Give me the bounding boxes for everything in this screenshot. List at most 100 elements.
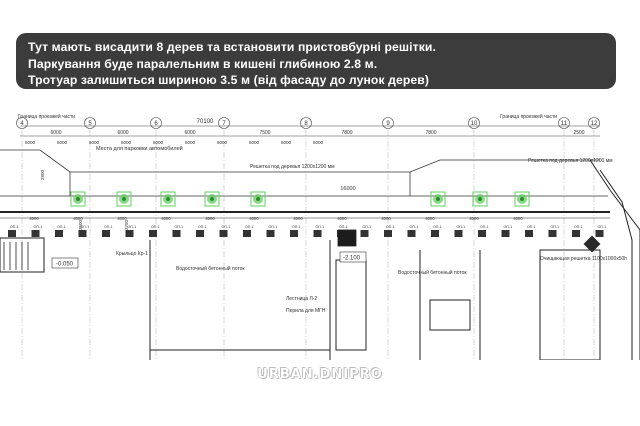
pillar-tag: ОП-1 [10,225,19,229]
pillar-tag: ОП-1 [457,225,466,229]
pillar: ОП-1 [313,225,325,237]
tree-spacing-dims: 4000 4000 4000 4000 4000 4000 4000 4000 4000 4000… [29,216,523,221]
label-grate: Решетка под деревья 1200x1200 мм [250,164,335,170]
parking-span-dim: 6000 [217,140,228,145]
top-span-dim: 7800 [341,130,352,136]
watermark: URBAN.DNIPRO [257,367,383,382]
tree-grates [70,191,530,207]
pillar-tag: ОП-1 [222,225,231,229]
axis-label: 5 [88,121,92,127]
pillar: ОП-1 [196,225,207,237]
top-span-dim: 7500 [259,130,270,136]
pillar: ОП-1 [219,225,231,237]
pillar-tag: ОП-1 [128,225,137,229]
pillar: ОП-1 [407,225,419,237]
pillar: ОП-1 [478,225,489,237]
facade-pillars: ОП-1 ОП-1 ОП-1 ОП-1 ОП-1 ОП-1 ОП-1 ОП-1 ОП-1 ОП-1… [8,225,606,237]
label-parking: Места для парковки автомобилей [96,145,183,152]
pillar-tag: ОП-1 [598,225,607,229]
label-stair: Лестница Л-2 [286,296,317,302]
building-facade [0,159,640,360]
axis-label: 7 [222,121,226,127]
tree-spacing-dim: 4000 [337,216,347,221]
tree-grate [160,191,176,207]
tree-grate [204,191,220,207]
pillar-tag: ОП-1 [551,225,560,229]
pillar: ОП-1 [102,225,113,237]
tree-spacing-dim: 4000 [293,216,303,221]
parking-span-dim: 6000 [153,140,164,145]
parking-span-dim: 6000 [249,140,260,145]
pillar: ОП-1 [8,225,19,237]
pillar: ОП-1 [243,225,254,237]
axis-4: 4 [16,117,28,360]
tree-grate [250,191,266,207]
axis-7: 7 [218,117,230,360]
tree-spacing-dim: 4000 [73,216,83,221]
tree-spacing-dim: 4000 [425,216,435,221]
axis-11: 11 [558,117,570,360]
level-left: -0.050 [56,262,74,268]
tree-spacing-dim: 4000 [117,216,127,221]
pillar-tag: ОП-1 [245,225,254,229]
pillar-tag: ОП-1 [269,225,278,229]
pillar: ОП-1 [31,225,43,237]
top-span-dim: 6000 [184,130,195,136]
label-clean-grate: Очищающая решетка 1100x1000x50h [540,256,627,262]
dim-3500: 3500 [78,219,83,230]
pillar: ОП-1 [431,225,442,237]
pillar-tag: ОП-1 [339,225,348,229]
tree-spacing-dim: 4000 [29,216,39,221]
dim-2800: 2800 [40,169,45,180]
caption-line-3: Тротуар залишиться шириною 3.5 м (від фа… [28,73,430,87]
pillar: ОП-1 [525,225,536,237]
axis-8: 8 [300,117,312,360]
top-total-dim: 70100 [197,119,214,125]
tree-spacing-dim: 4000 [513,216,523,221]
pillar-tag: ОП-1 [527,225,536,229]
tree-spacing-dim: 4000 [469,216,479,221]
pillar-tag: ОП-1 [81,225,90,229]
top-span-dim: 6000 [117,130,128,136]
tree-spacing-dim: 4000 [205,216,215,221]
parking-span-dim: 6000 [313,140,324,145]
axis-label: 9 [386,121,390,127]
tree-spacing-dim: 4000 [381,216,391,221]
axis-label: 10 [471,121,478,127]
caption-banner: Тут мають висадити 8 дерев та встановити… [16,33,616,89]
label-drain-left: Водосточный бетонный поток [176,265,245,272]
axis-5: 5 [84,117,96,360]
stair-hatch [3,229,357,270]
top-span-dim: 6000 [50,130,61,136]
tree-grate [472,191,488,207]
parking-span-dim: 6000 [281,140,292,145]
pillar-tag: ОП-1 [34,225,43,229]
tree-spacing-dim: 4000 [249,216,259,221]
axis-label: 4 [20,121,24,127]
axis-6: 6 [150,117,162,360]
parking-span-dim: 6000 [185,140,196,145]
pillar-tag: ОП-1 [410,225,419,229]
pillar-tag: ОП-1 [57,225,66,229]
label-drain-right: Водосточный бетонный поток [398,269,467,276]
top-dimension-chain [20,125,600,137]
parking-span-dim: 6000 [57,140,68,145]
pillar: ОП-1 [595,225,607,237]
tree-grate [430,191,446,207]
parking-span-dim: 6000 [89,140,100,145]
level-mid: -2.100 [343,256,361,262]
pillar: ОП-1 [572,225,583,237]
pillar-tag: ОП-1 [480,225,489,229]
pillar: ОП-1 [360,225,371,237]
pillar: ОП-1 [55,225,66,237]
pillar-tag: ОП-1 [198,225,207,229]
pillar-tag: ОП-1 [386,225,395,229]
pillar-tag: ОП-1 [316,225,325,229]
pillar: ОП-1 [172,225,183,237]
label-boundary-right: Граница проезжей части [500,113,557,120]
pillar: ОП-1 [125,225,137,237]
